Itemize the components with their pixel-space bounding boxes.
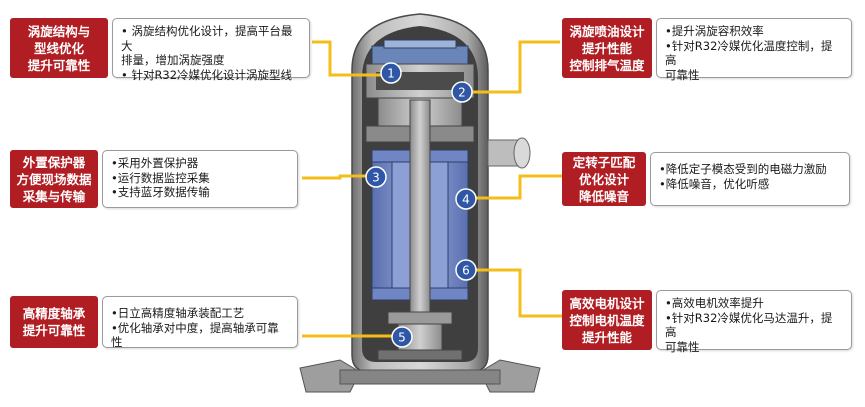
- suction-pipe: [487, 137, 531, 169]
- callout-item: • 针对R32冷媒优化设计涡旋型线: [121, 67, 293, 82]
- callout-item: •日立高精度轴承装配工艺: [111, 306, 245, 320]
- svg-text:2: 2: [458, 86, 466, 100]
- badge-5: 5: [391, 326, 413, 348]
- connector-3: [302, 174, 374, 180]
- callout-item: •优化轴承对中度，提高轴承可靠性: [111, 320, 279, 350]
- callout-item: •采用外置保护器: [111, 156, 199, 170]
- badge-1: 1: [380, 62, 402, 84]
- callout-scroll-structure: 涡旋结构与 型线优化 提升可靠性 • 涡旋结构优化设计，提高平台最大 排量，增加…: [10, 18, 310, 82]
- callout-stator-rotor: 定转子匹配 优化设计 降低噪音 •降低定子模态受到的电磁力激励 •降低噪音，优化…: [562, 152, 850, 206]
- lower-bearing: [377, 311, 463, 361]
- svg-text:3: 3: [372, 171, 380, 185]
- callout-item: •针对R32冷媒优化温度控制，提高 可靠性: [665, 38, 833, 82]
- callout-item: •高效电机效率提升: [665, 296, 764, 310]
- connector-4: [466, 174, 562, 200]
- callout-tag: 外置保护器 方便现场数据 采集与传输: [10, 150, 98, 208]
- connector-2: [462, 40, 560, 94]
- callout-tag: 定转子匹配 优化设计 降低噪音: [562, 152, 646, 206]
- callout-bearing: 高精度轴承 提升可靠性 •日立高精度轴承装配工艺 •优化轴承对中度，提高轴承可靠…: [10, 296, 298, 350]
- callout-external-protector: 外置保护器 方便现场数据 采集与传输 •采用外置保护器 •运行数据监控采集 •支…: [10, 150, 298, 208]
- svg-text:6: 6: [462, 264, 470, 278]
- svg-text:1: 1: [387, 67, 395, 81]
- callout-oil-injection: 涡旋喷油设计 提升性能 控制排气温度 •提升涡旋容积效率 •针对R32冷媒优化温…: [562, 18, 852, 82]
- callout-box: •高效电机效率提升 •针对R32冷媒优化马达温升，提高 可靠性: [656, 290, 852, 354]
- callout-box: • 涡旋结构优化设计，提高平台最大 排量，增加涡旋强度 • 针对R32冷媒优化设…: [112, 18, 310, 82]
- connector-lines: [302, 40, 562, 338]
- callout-item: •针对R32冷媒优化马达温升，提高 可靠性: [665, 310, 833, 354]
- callout-tag: 涡旋结构与 型线优化 提升可靠性: [10, 18, 108, 78]
- connector-1: [312, 40, 388, 77]
- badge-6: 6: [455, 259, 477, 281]
- callout-item: •降低噪音，优化听感: [659, 176, 770, 191]
- callout-box: •采用外置保护器 •运行数据监控采集 •支持蓝牙数据传输: [102, 150, 298, 208]
- svg-text:4: 4: [462, 193, 470, 207]
- callout-box: •提升涡旋容积效率 •针对R32冷媒优化温度控制，提高 可靠性: [656, 18, 852, 82]
- callout-tag: 高精度轴承 提升可靠性: [10, 296, 98, 348]
- callout-item: •运行数据监控采集: [111, 170, 210, 185]
- callout-box: •日立高精度轴承装配工艺 •优化轴承对中度，提高轴承可靠性: [102, 296, 298, 350]
- callout-item: •降低定子模态受到的电磁力激励: [659, 162, 827, 176]
- connector-6: [468, 268, 562, 318]
- callout-item: •支持蓝牙数据传输: [111, 185, 210, 199]
- number-badges: 1 2 3 4 5 6: [365, 62, 477, 348]
- callout-item: • 涡旋结构优化设计，提高平台最大 排量，增加涡旋强度: [121, 24, 293, 67]
- badge-4: 4: [455, 188, 477, 210]
- callout-item: •提升涡旋容积效率: [665, 24, 764, 38]
- mounting-base: [299, 359, 541, 393]
- callout-tag: 高效电机设计 控制电机温度 提升性能: [562, 290, 652, 350]
- badge-3: 3: [365, 166, 387, 188]
- callout-box: •降低定子模态受到的电磁力激励 •降低噪音，优化听感: [650, 152, 850, 206]
- badge-2: 2: [451, 81, 473, 103]
- callout-motor: 高效电机设计 控制电机温度 提升性能 •高效电机效率提升 •针对R32冷媒优化马…: [562, 290, 852, 354]
- callout-tag: 涡旋喷油设计 提升性能 控制排气温度: [562, 18, 652, 78]
- svg-text:5: 5: [398, 331, 406, 345]
